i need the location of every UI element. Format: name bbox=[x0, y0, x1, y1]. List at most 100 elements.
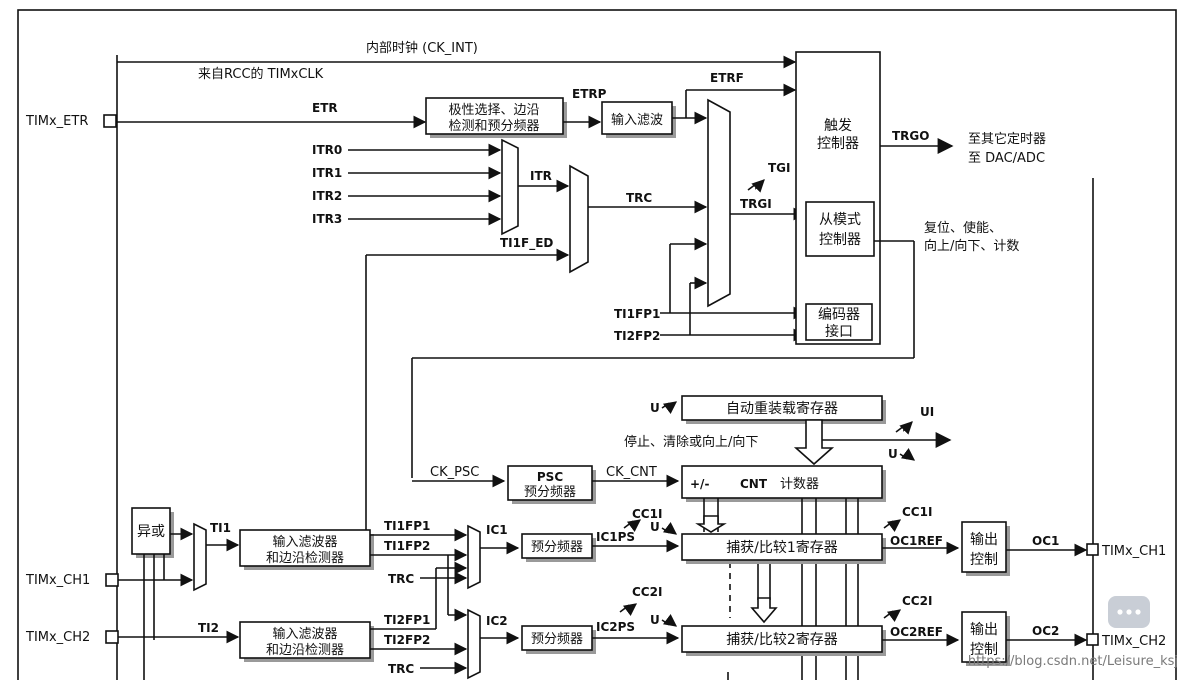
ic1-label: IC1 bbox=[486, 523, 508, 537]
itr-label: ITR bbox=[530, 169, 552, 183]
etr-prescaler-line1: 极性选择、边沿 bbox=[448, 103, 539, 118]
ic2ps-label: IC2PS bbox=[596, 620, 635, 634]
trgo-out-line1: 至其它定时器 bbox=[968, 131, 1046, 147]
slave-line2: 控制器 bbox=[819, 232, 861, 248]
cnt-bold-label: CNT bbox=[740, 477, 768, 491]
cnt-pm-label: +/- bbox=[690, 477, 709, 491]
oc2ref-label: OC2REF bbox=[890, 625, 943, 639]
etrp-label: ETRP bbox=[572, 87, 607, 101]
trigger-mux bbox=[707, 98, 731, 308]
ch2-prescaler-box bbox=[521, 625, 593, 651]
out-ctrl2-line1: 输出 bbox=[970, 622, 998, 638]
out-ctrl1-line2: 控制 bbox=[970, 552, 998, 568]
u-arr-flash-icon bbox=[661, 401, 678, 415]
ch2-filter-line2: 和边沿检测器 bbox=[266, 643, 344, 658]
ti2fp2-label: TI2FP2 bbox=[384, 633, 430, 647]
ch2-pin-left-label: TIMx_CH2 bbox=[25, 630, 90, 645]
trigger-ctrl-line2: 控制器 bbox=[817, 136, 859, 152]
etr-filter-box bbox=[601, 101, 673, 135]
itr0-label: ITR0 bbox=[312, 143, 342, 157]
ch1-filter-line2: 和边沿检测器 bbox=[266, 551, 344, 566]
rcc-label: 来自RCC的 TIMxCLK bbox=[198, 66, 324, 82]
cc2i-out-flash-icon bbox=[883, 609, 902, 623]
trgo-out-line2: 至 DAC/ADC bbox=[968, 151, 1045, 166]
ic1-mux bbox=[467, 524, 481, 590]
trc-ch1-label: TRC bbox=[388, 572, 414, 586]
slave-mode-box bbox=[805, 201, 875, 257]
slave-line1: 从模式 bbox=[819, 212, 861, 228]
auto-reload-register bbox=[681, 395, 883, 421]
itr3-label: ITR3 bbox=[312, 212, 342, 226]
trc-mux bbox=[569, 164, 589, 274]
ch1-pin-right-label: TIMx_CH1 bbox=[1101, 544, 1166, 559]
u-ch1-label: U bbox=[650, 520, 660, 534]
tgi-label: TGI bbox=[768, 161, 791, 175]
ch1-prescaler-box bbox=[521, 533, 593, 559]
capture1-label: 捕获/比较1寄存器 bbox=[726, 539, 838, 556]
ch2-filter-line1: 输入滤波器 bbox=[272, 626, 337, 642]
u-ch2-label: U bbox=[650, 613, 660, 627]
cnt-rest-label: 计数器 bbox=[780, 477, 819, 492]
trgo-label: TRGO bbox=[892, 129, 929, 143]
tgi-flash-icon bbox=[747, 179, 765, 193]
capture-compare-2-register bbox=[681, 625, 883, 653]
cc1i-out-label: CC1I bbox=[902, 505, 932, 519]
etr-prescaler-box bbox=[425, 97, 564, 135]
ch1-prescaler-label: 预分频器 bbox=[531, 540, 583, 555]
ch2-prescaler-label: 预分频器 bbox=[531, 632, 583, 647]
etr-pin-label: TIMx_ETR bbox=[25, 114, 88, 129]
ti2fp1-label: TI2FP1 bbox=[384, 613, 430, 627]
itr1-label: ITR1 bbox=[312, 166, 342, 180]
u-out-label: U bbox=[888, 447, 898, 461]
trgi-label: TRGI bbox=[740, 197, 772, 211]
ck-cnt-label: CK_CNT bbox=[606, 465, 657, 480]
xor-box bbox=[131, 507, 171, 555]
slave-out-line2: 向上/向下、计数 bbox=[924, 238, 1019, 254]
u-ch1-flash-icon bbox=[661, 521, 678, 535]
etr-prescaler-line2: 检测和预分频器 bbox=[448, 119, 539, 134]
etr-filter-label: 输入滤波 bbox=[611, 112, 663, 128]
ch2-pin-right bbox=[1086, 633, 1099, 646]
encoder-line1: 编码器 bbox=[818, 307, 860, 323]
ck-int-label: 内部时钟 (CK_INT) bbox=[366, 40, 478, 56]
cc1i-in-label: CC1I bbox=[632, 507, 662, 521]
u-out-flash-icon bbox=[899, 447, 916, 461]
oc1ref-label: OC1REF bbox=[890, 534, 943, 548]
etr-pin bbox=[103, 114, 117, 128]
ch1-filter-box bbox=[239, 529, 371, 567]
output-control-1-box bbox=[961, 521, 1007, 573]
watermark-url: https://blog.csdn.net/Leisure_ksj bbox=[968, 654, 1178, 669]
out-ctrl2-line2: 控制 bbox=[970, 642, 998, 658]
xor-label: 异或 bbox=[137, 524, 165, 540]
ch1-pin-left-label: TIMx_CH1 bbox=[25, 573, 90, 588]
ti1f-ed-label: TI1F_ED bbox=[500, 236, 553, 251]
trc-label: TRC bbox=[626, 191, 652, 205]
ch2-pin-right-label: TIMx_CH2 bbox=[1101, 634, 1166, 649]
ti1fp2-label: TI1FP2 bbox=[384, 539, 430, 553]
cc2i-out-label: CC2I bbox=[902, 594, 932, 608]
ch2-filter-box bbox=[239, 621, 371, 659]
psc-line1: PSC bbox=[537, 470, 563, 484]
etrf-label: ETRF bbox=[710, 71, 744, 85]
ch2-pin-left bbox=[105, 630, 119, 644]
out-ctrl1-line1: 输出 bbox=[970, 532, 998, 548]
ck-psc-label: CK_PSC bbox=[430, 465, 479, 480]
ti1fp1-label: TI1FP1 bbox=[384, 519, 430, 533]
ti2-label: TI2 bbox=[198, 621, 219, 635]
capture2-label: 捕获/比较2寄存器 bbox=[726, 631, 838, 648]
psc-box bbox=[507, 465, 593, 501]
etr-label: ETR bbox=[312, 101, 338, 115]
ti1fp1-trig-label: TI1FP1 bbox=[614, 307, 660, 321]
ic1ps-label: IC1PS bbox=[596, 530, 635, 544]
cc1i-out-flash-icon bbox=[883, 519, 902, 533]
cc2i-in-flash-icon bbox=[619, 603, 638, 617]
trigger-ctrl-line1: 触发 bbox=[824, 118, 852, 134]
ti1-label: TI1 bbox=[210, 521, 231, 535]
ti2fp2-trig-label: TI2FP2 bbox=[614, 329, 660, 343]
slave-out-line1: 复位、使能、 bbox=[924, 220, 1002, 236]
ch1-pin-left bbox=[105, 573, 119, 587]
ch1-input-mux bbox=[193, 522, 207, 592]
oc2-label: OC2 bbox=[1032, 624, 1059, 638]
